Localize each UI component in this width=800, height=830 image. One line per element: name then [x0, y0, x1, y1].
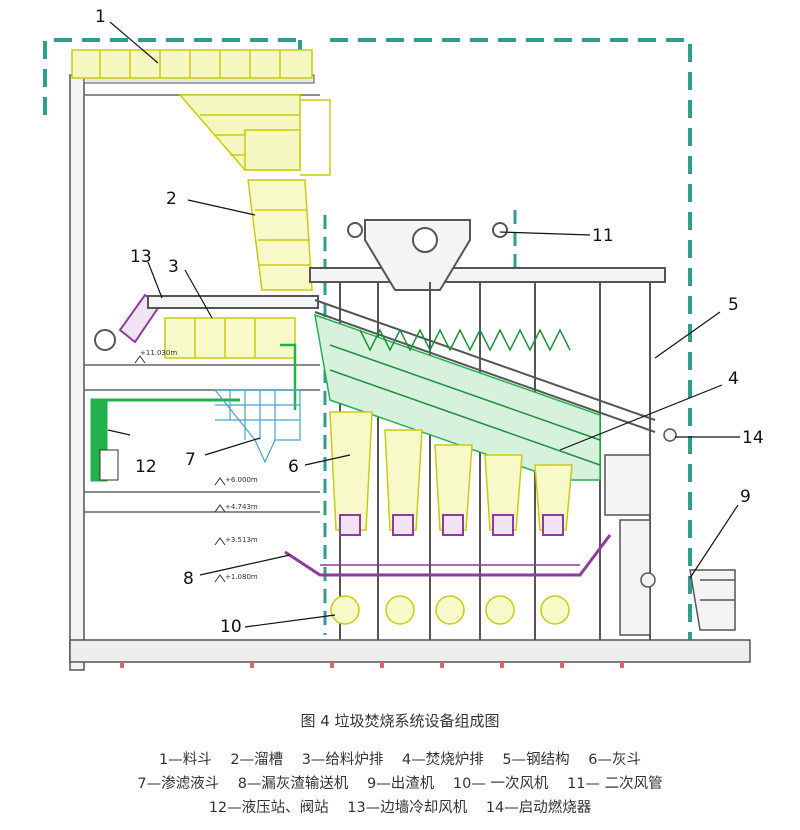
ground-slab — [69, 639, 751, 663]
legend-item: 13—边墙冷却风机 — [347, 800, 468, 816]
callout-13: 13 — [130, 247, 152, 267]
elevation-3513: +3.513m — [225, 536, 258, 544]
legend-item: 11— 二次风管 — [567, 776, 663, 792]
legend-item: 9—出渣机 — [367, 776, 435, 792]
callout-6: 6 — [288, 457, 299, 477]
callout-3: 3 — [168, 257, 179, 277]
equipment-diagram: +11.030m +6.000m +4.743m +3.513m +1.080m… — [43, 7, 764, 671]
side-wall-cooling-fan — [94, 293, 319, 351]
ash-hopper-valves — [339, 514, 564, 536]
legend-line-3: 12—液压站、阀站 13—边墙冷却风机 14—启动燃烧器 — [0, 796, 800, 817]
callout-9: 9 — [740, 487, 751, 507]
slag-extractor — [619, 519, 736, 636]
legend-item: 6—灰斗 — [588, 752, 641, 768]
callout-4: 4 — [728, 369, 739, 389]
elevation-4743: +4.743m — [225, 503, 258, 511]
legend-item: 5—钢结构 — [502, 752, 570, 768]
ash-slag-conveyor — [284, 534, 612, 577]
callout-5: 5 — [728, 295, 739, 315]
startup-burner — [604, 428, 677, 516]
ash-hoppers — [329, 411, 573, 531]
callout-14: 14 — [742, 428, 764, 448]
legend-item: 4—焚烧炉排 — [402, 752, 484, 768]
legend-item: 14—启动燃烧器 — [485, 800, 592, 816]
legend-item: 7—渗滤液斗 — [137, 776, 220, 792]
primary-air-fans — [330, 595, 570, 625]
boiler-room-frame — [323, 210, 517, 635]
incineration-grate — [314, 313, 601, 481]
legend-item: 3—给料炉排 — [301, 752, 384, 768]
legend-line-1: 1—料斗 2—溜槽 3—给料炉排 4—焚烧炉排 5—钢结构 6—灰斗 — [0, 748, 800, 769]
callout-10: 10 — [220, 617, 242, 637]
elevation-11030: +11.030m — [140, 349, 177, 357]
callout-leaders — [107, 21, 740, 628]
figure-caption: 图 4 垃圾焚烧系统设备组成图 — [300, 712, 500, 730]
legend-line-2: 7—渗滤液斗 8—漏灰渣输送机 9—出渣机 10— 一次风机 11— 二次风管 — [0, 772, 800, 793]
callout-7: 7 — [185, 450, 196, 470]
feeder-grate — [164, 317, 296, 359]
inclined-steel-beam — [314, 299, 656, 433]
callout-8: 8 — [183, 569, 194, 589]
elevation-markers — [134, 355, 226, 583]
callout-2: 2 — [166, 189, 177, 209]
legend-item: 12—液压站、阀站 — [208, 800, 329, 816]
chute — [247, 179, 313, 291]
callout-1: 1 — [95, 7, 106, 27]
legend-item: 8—漏灰渣输送机 — [237, 776, 349, 792]
feed-hopper — [71, 49, 331, 176]
legend-item: 2—溜槽 — [230, 752, 284, 768]
foundation-markers — [120, 662, 624, 668]
elevation-6000: +6.000m — [225, 476, 258, 484]
hydraulic-station — [90, 343, 297, 482]
legend-item: 1—料斗 — [159, 752, 212, 768]
legend-item: 10— 一次风机 — [452, 776, 549, 792]
callout-12: 12 — [135, 457, 157, 477]
callout-11: 11 — [592, 226, 614, 246]
elevation-1080: +1.080m — [225, 573, 258, 581]
